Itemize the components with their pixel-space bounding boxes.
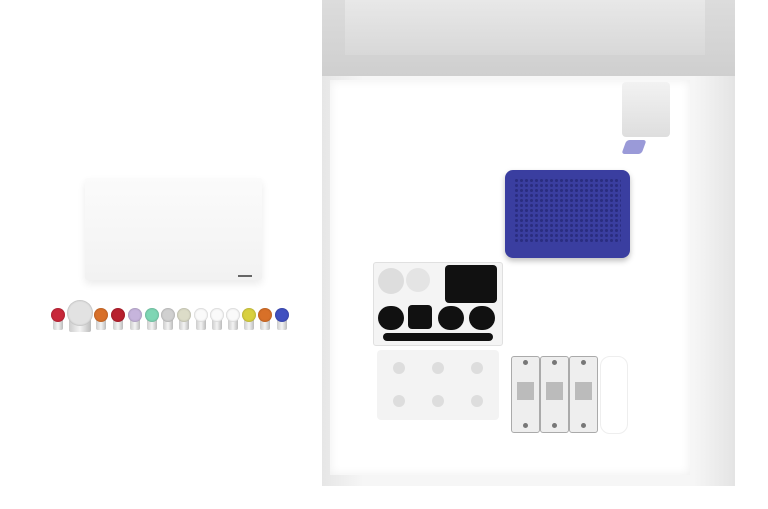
plate-well bbox=[432, 362, 444, 374]
tube-cap bbox=[275, 308, 289, 322]
tube-body bbox=[196, 314, 206, 330]
plate-well bbox=[471, 395, 483, 407]
tube-body bbox=[244, 314, 254, 330]
cartridge[interactable] bbox=[511, 356, 540, 433]
tube-cap bbox=[128, 308, 142, 322]
rack-well-large bbox=[378, 268, 404, 294]
reagent-tube[interactable] bbox=[194, 308, 208, 330]
tube-body bbox=[179, 314, 189, 330]
rack-well-large bbox=[406, 268, 430, 292]
tube-cap bbox=[242, 308, 256, 322]
reagent-tube[interactable] bbox=[210, 308, 224, 330]
empty-slot bbox=[600, 356, 628, 434]
tube-block-3 bbox=[469, 306, 495, 330]
plate-well bbox=[393, 362, 405, 374]
plate-well bbox=[471, 362, 483, 374]
tube-body bbox=[277, 314, 287, 330]
tip-grid bbox=[514, 178, 621, 244]
reagent-tube[interactable] bbox=[94, 308, 108, 330]
tube-cap bbox=[161, 308, 175, 322]
tube-body bbox=[96, 314, 106, 330]
tube-block-12 bbox=[445, 265, 497, 303]
tube-body bbox=[163, 314, 173, 330]
tube-cap bbox=[194, 308, 208, 322]
reagent-tube[interactable] bbox=[111, 308, 125, 330]
plate-well bbox=[393, 395, 405, 407]
kit-box-label bbox=[238, 275, 252, 277]
tube-body bbox=[228, 314, 238, 330]
tube-cap bbox=[210, 308, 224, 322]
tube-body bbox=[260, 314, 270, 330]
tube-body bbox=[113, 314, 123, 330]
plate-well bbox=[432, 395, 444, 407]
tube-cap bbox=[94, 308, 108, 322]
cartridge[interactable] bbox=[569, 356, 598, 433]
tube-cap bbox=[258, 308, 272, 322]
reagent-kit-box bbox=[85, 178, 262, 280]
tube-body bbox=[130, 314, 140, 330]
tube-body bbox=[212, 314, 222, 330]
reagent-tube[interactable] bbox=[145, 308, 159, 330]
reagent-tube[interactable] bbox=[67, 300, 93, 332]
reagent-tube[interactable] bbox=[226, 308, 240, 330]
tube-cap bbox=[67, 300, 93, 326]
sample-plate[interactable] bbox=[377, 350, 499, 420]
strip-tube-row bbox=[383, 333, 493, 341]
tube-body bbox=[53, 314, 63, 330]
reagent-tube[interactable] bbox=[242, 308, 256, 330]
lid-window bbox=[345, 0, 705, 55]
tube-block-3 bbox=[438, 306, 464, 330]
reagent-tube[interactable] bbox=[161, 308, 175, 330]
pipette-head bbox=[622, 82, 670, 137]
tube-cap bbox=[226, 308, 240, 322]
tube-block-3 bbox=[378, 306, 404, 330]
reagent-tube[interactable] bbox=[275, 308, 289, 330]
tube-block-4 bbox=[408, 305, 432, 329]
cartridge[interactable] bbox=[540, 356, 569, 433]
reagent-tube[interactable] bbox=[128, 308, 142, 330]
reagent-tube[interactable] bbox=[258, 308, 272, 330]
tube-cap bbox=[177, 308, 191, 322]
tube-body bbox=[147, 314, 157, 330]
tube-cap bbox=[51, 308, 65, 322]
reagent-tube[interactable] bbox=[51, 308, 65, 330]
reagent-tube[interactable] bbox=[177, 308, 191, 330]
tube-cap bbox=[145, 308, 159, 322]
tube-cap bbox=[111, 308, 125, 322]
